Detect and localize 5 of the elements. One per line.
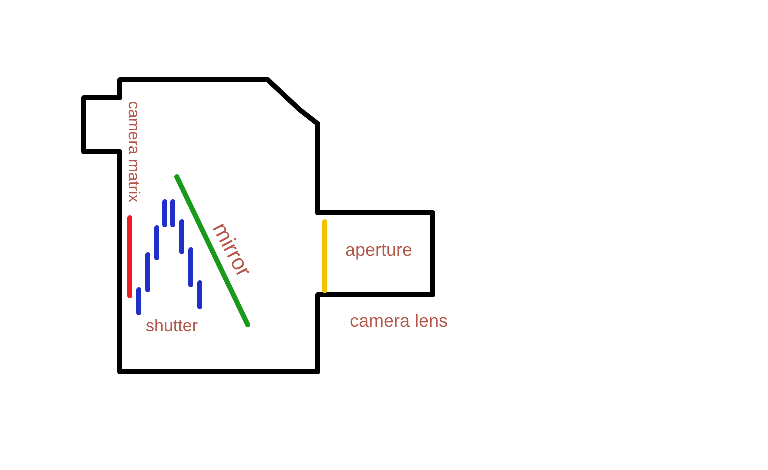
part-label: camera lens (350, 312, 448, 330)
part-label: camera matrix (125, 101, 141, 203)
part-label: aperture (345, 241, 413, 259)
part-label: shutter (146, 318, 198, 334)
part-label: mirror (208, 219, 256, 281)
